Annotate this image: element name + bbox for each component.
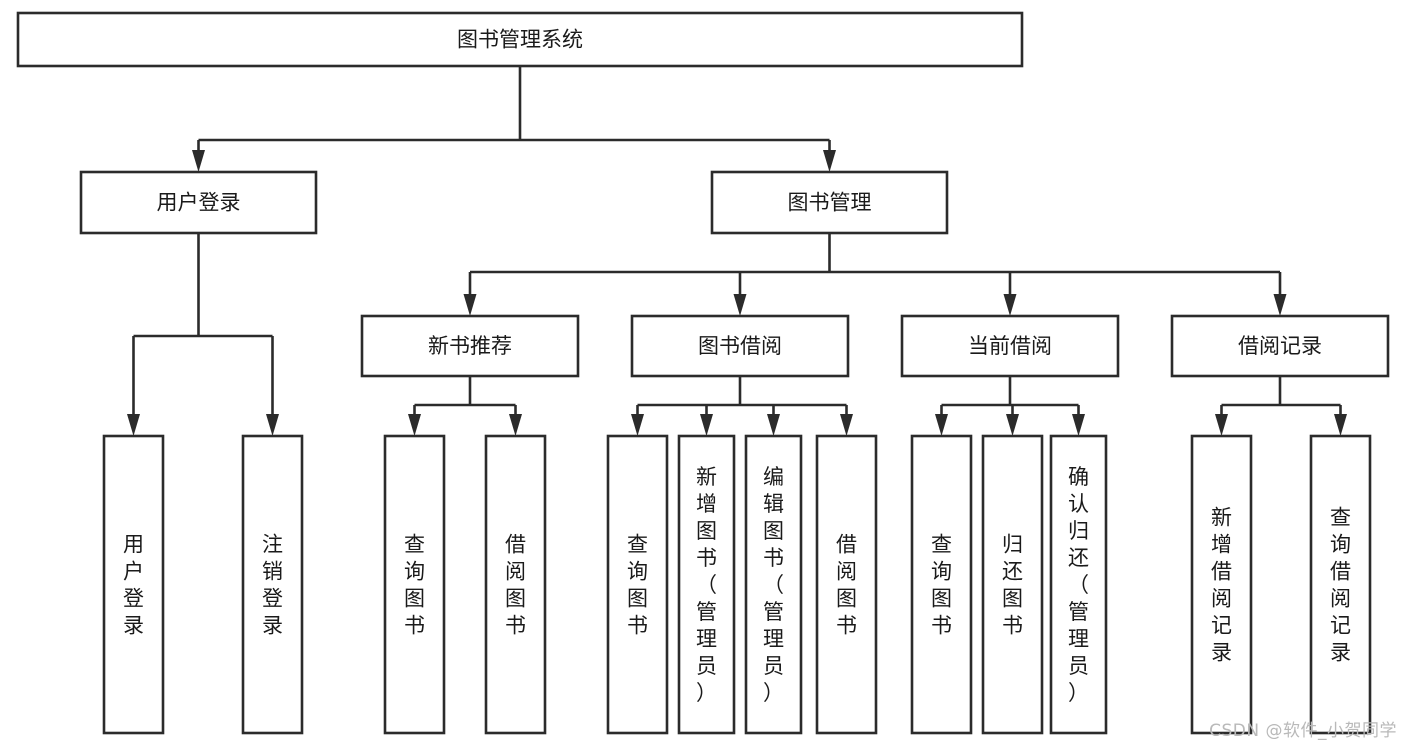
node-leaf_02[interactable]: 注销登录 [241,434,304,735]
node-label-leaf_04: 借阅图书 [505,533,526,638]
node-box-leaf_06 [677,434,736,735]
node-label-leaf_09: 查询图书 [931,533,952,638]
node-box-leaf_05 [606,434,669,735]
connector-layer [127,66,1347,436]
node-label-leaf_06: 新增图书（管理员） [696,465,717,705]
connector-group-root [192,66,836,172]
node-label-leaf_08: 借阅图书 [836,533,857,638]
node-box-leaf_13 [1309,434,1372,735]
node-box-leaf_07 [744,434,803,735]
node-box-leaf_04 [484,434,547,735]
node-leaf_13[interactable]: 查询借阅记录 [1309,434,1372,735]
arrow-head-l2_b [733,294,747,316]
node-box-leaf_12 [1190,434,1253,735]
node-box-l2_c [900,314,1120,378]
node-l2_d[interactable]: 借阅记录 [1170,314,1390,378]
node-leaf_08[interactable]: 借阅图书 [815,434,878,735]
node-box-l2_d [1170,314,1390,378]
arrow-head-l1_b [823,150,836,172]
node-label-l2_b: 图书借阅 [698,334,782,358]
node-box-leaf_10 [981,434,1044,735]
node-label-leaf_10: 归还图书 [1002,533,1023,638]
node-label-l1_b: 图书管理 [788,191,872,215]
node-leaf_11[interactable]: 确认归还（管理员） [1049,434,1108,735]
node-box-leaf_09 [910,434,973,735]
arrow-head-l2_c [1003,294,1017,316]
node-leaf_01[interactable]: 用户登录 [102,434,165,735]
node-box-leaf_03 [383,434,446,735]
connector-group-l2_a [408,376,522,436]
node-l2_c[interactable]: 当前借阅 [900,314,1120,378]
node-label-leaf_02: 注销登录 [262,533,283,638]
node-label-leaf_05: 查询图书 [627,533,648,638]
node-leaf_09[interactable]: 查询图书 [910,434,973,735]
arrow-head-leaf_05 [631,414,644,436]
node-label-l1_a: 用户登录 [157,191,241,215]
node-box-leaf_02 [241,434,304,735]
node-box-l1_a [79,170,318,235]
node-root[interactable]: 图书管理系统 [16,11,1024,68]
connector-group-l2_c [935,376,1085,436]
node-layer: 图书管理系统用户登录图书管理新书推荐图书借阅当前借阅借阅记录用户登录注销登录查询… [16,11,1390,735]
node-box-leaf_11 [1049,434,1108,735]
connector-group-l2_b [631,376,853,436]
node-box-leaf_08 [815,434,878,735]
node-label-leaf_11: 确认归还（管理员） [1068,465,1089,705]
node-label-leaf_07: 编辑图书（管理员） [763,465,784,705]
node-leaf_07[interactable]: 编辑图书（管理员） [744,434,803,735]
arrow-head-leaf_12 [1215,414,1228,436]
arrow-head-l2_d [1273,294,1287,316]
node-label-l2_a: 新书推荐 [428,334,512,358]
arrow-head-l2_a [463,294,477,316]
arrow-head-leaf_09 [935,414,948,436]
node-box-leaf_01 [102,434,165,735]
node-l2_b[interactable]: 图书借阅 [630,314,850,378]
node-leaf_12[interactable]: 新增借阅记录 [1190,434,1253,735]
node-label-l2_d: 借阅记录 [1238,334,1322,358]
node-l1_a[interactable]: 用户登录 [79,170,318,235]
connector-group-l2_d [1215,376,1347,436]
connector-group-l1_a [127,233,279,436]
arrow-head-leaf_10 [1006,414,1019,436]
node-l2_a[interactable]: 新书推荐 [360,314,580,378]
node-box-l2_b [630,314,850,378]
node-box-root [16,11,1024,68]
node-leaf_10[interactable]: 归还图书 [981,434,1044,735]
arrow-head-l1_a [192,150,205,172]
node-label-root: 图书管理系统 [457,28,583,52]
arrow-head-leaf_06 [700,414,713,436]
node-leaf_04[interactable]: 借阅图书 [484,434,547,735]
node-box-l2_a [360,314,580,378]
node-leaf_06[interactable]: 新增图书（管理员） [677,434,736,735]
arrow-head-leaf_04 [509,414,522,436]
node-label-leaf_03: 查询图书 [404,533,425,638]
arrow-head-leaf_01 [127,414,140,436]
arrow-head-leaf_03 [408,414,421,436]
node-label-leaf_12: 新增借阅记录 [1211,506,1232,665]
node-box-l1_b [710,170,949,235]
node-leaf_03[interactable]: 查询图书 [383,434,446,735]
connector-group-l1_b [463,233,1287,316]
node-l1_b[interactable]: 图书管理 [710,170,949,235]
arrow-head-leaf_13 [1334,414,1347,436]
node-label-l2_c: 当前借阅 [968,334,1052,358]
arrow-head-leaf_08 [840,414,853,436]
node-label-leaf_01: 用户登录 [123,533,144,638]
arrow-head-leaf_11 [1072,414,1085,436]
arrow-head-leaf_07 [767,414,780,436]
node-label-leaf_13: 查询借阅记录 [1330,506,1351,665]
arrow-head-leaf_02 [266,414,279,436]
node-leaf_05[interactable]: 查询图书 [606,434,669,735]
